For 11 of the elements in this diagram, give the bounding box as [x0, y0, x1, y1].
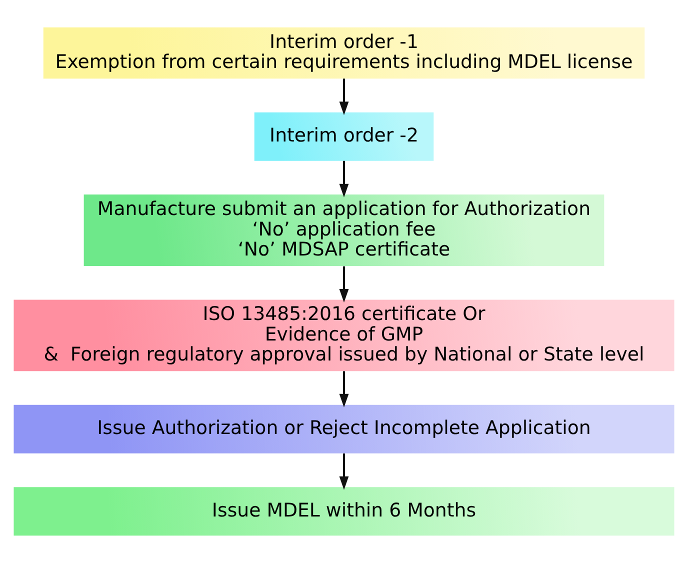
- arrow: [339, 160, 349, 197]
- arrow: [339, 452, 349, 490]
- arrow: [339, 78, 349, 115]
- arrow: [339, 370, 349, 407]
- node-box: Interim order -1 Exemption from certain requirements including MDEL license: [43, 26, 645, 78]
- arrow: [339, 266, 349, 302]
- node-box: Issue MDEL within 6 Months: [14, 486, 674, 536]
- node-box: Interim order -2: [254, 112, 434, 160]
- node-box: Manufacture submit an application for Authorization ‘No’ application fee ‘No’ MDSAP certificate: [84, 194, 604, 266]
- node-box: ISO 13485:2016 certificate Or Evidence of GMP & Foreign regulatory approval issued by National or State level: [14, 299, 674, 371]
- node-box: Issue Authorization or Reject Incomplete Application: [14, 404, 674, 453]
